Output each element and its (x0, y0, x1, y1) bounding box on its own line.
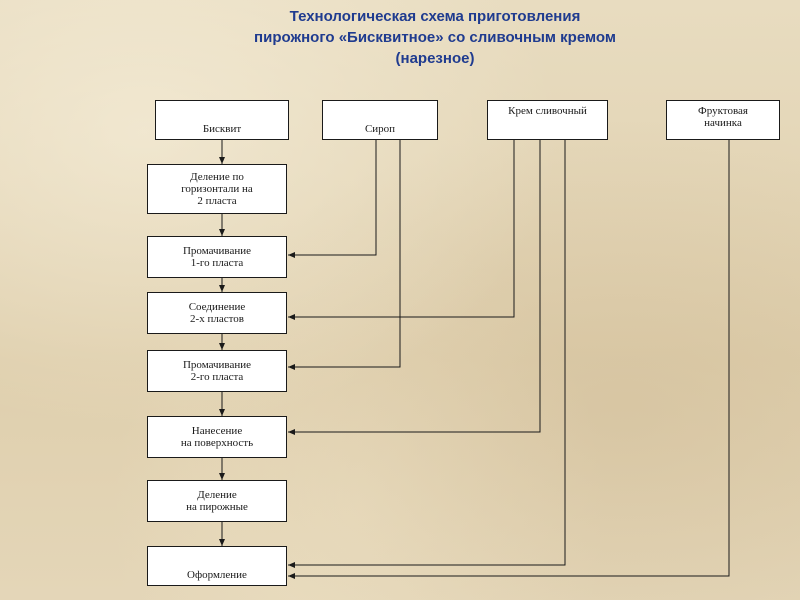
title-line-3: (нарезное) (395, 50, 475, 67)
title-line-1: Технологическая схема приготовления (289, 8, 581, 25)
step-split-line-2: горизонтали на (181, 183, 253, 195)
step-split-line-1: Деление по (190, 171, 244, 183)
arrow-syrup-to-soak2 (288, 140, 401, 370)
fruit-label-line-1: Фруктовая (698, 105, 748, 117)
step-decor: Оформление (147, 546, 287, 586)
arrow-fruit-to-decor (288, 140, 730, 579)
cream-label: Крем сливочный (508, 105, 587, 117)
box-biscuit: Бисквит (155, 100, 289, 140)
box-fruit-filling: Фруктовая начинка (666, 100, 780, 140)
biscuit-label: Бисквит (202, 123, 242, 135)
step-cut-line-2: на пирожные (186, 501, 248, 513)
step-split-line-3: 2 пласта (197, 195, 237, 207)
step-soak-1-line-2: 1-го пласта (190, 257, 244, 269)
step-join-line-2: 2-х пластов (190, 313, 244, 325)
step-join-line-1: Соединение (188, 301, 246, 313)
step-soak-2: Промачивание 2-го пласта (147, 350, 287, 392)
fruit-label-line-2: начинка (704, 117, 742, 129)
step-decor-line-1: Оформление (187, 569, 247, 581)
step-cut-line-1: Деление (197, 489, 237, 501)
arrow-cream-to-join (288, 140, 515, 320)
step-soak-1-line-1: Промачивание (182, 245, 252, 257)
title-line-2: пирожного «Бисквитное» со сливочным крем… (254, 29, 616, 46)
step-apply-line-1: Нанесение (191, 425, 243, 437)
diagram-title: Технологическая схема приготовления пиро… (200, 6, 670, 69)
syrup-label: Сироп (364, 123, 396, 135)
arrow-syrup-to-soak1 (288, 140, 377, 258)
step-soak-2-line-2: 2-го пласта (190, 371, 244, 383)
step-apply: Нанесение на поверхность (147, 416, 287, 458)
step-cut: Деление на пирожные (147, 480, 287, 522)
step-soak-2-line-1: Промачивание (182, 359, 252, 371)
box-syrup: Сироп (322, 100, 438, 140)
step-split: Деление по горизонтали на 2 пласта (147, 164, 287, 214)
box-cream: Крем сливочный (487, 100, 608, 140)
arrow-cream-to-apply (288, 140, 541, 435)
arrow-cream-to-decor (288, 140, 566, 568)
step-join: Соединение 2-х пластов (147, 292, 287, 334)
step-apply-line-2: на поверхность (180, 437, 254, 449)
step-soak-1: Промачивание 1-го пласта (147, 236, 287, 278)
